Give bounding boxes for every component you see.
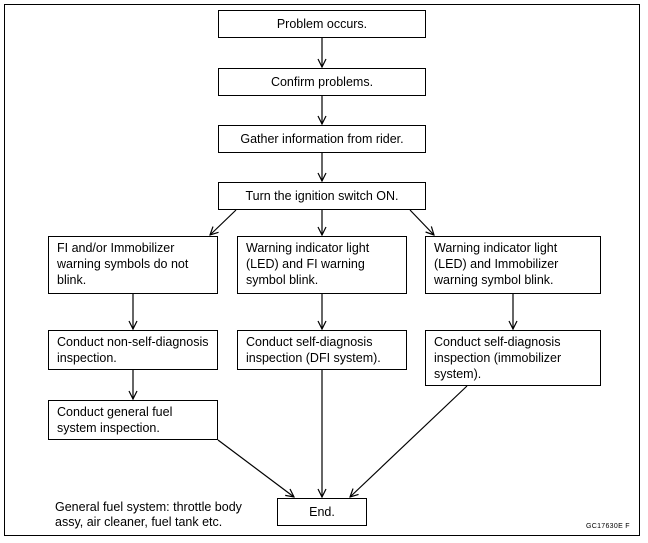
- step-self-diagnosis-dfi: Conduct self-diagnosis inspection (DFI s…: [237, 330, 407, 370]
- figure-code: GC17630E F: [586, 523, 630, 530]
- step-label: Gather information from rider.: [240, 132, 404, 146]
- arrow-immo-to-end: [350, 385, 468, 497]
- step-label: Conduct self-diagnosis inspection (DFI s…: [246, 335, 381, 365]
- step-ignition-on: Turn the ignition switch ON.: [218, 182, 426, 210]
- step-label: Turn the ignition switch ON.: [245, 189, 399, 203]
- footnote-general-fuel-system: General fuel system: throttle body assy,…: [55, 500, 242, 529]
- step-label: FI and/or Immobilizer warning symbols do…: [57, 241, 189, 287]
- arrow-general-fuel-to-end: [217, 439, 294, 497]
- step-non-self-diagnosis: Conduct non-self-diagnosis inspection.: [48, 330, 218, 370]
- diagram-frame: [4, 4, 640, 536]
- branch-fi-immobilizer-no-blink: FI and/or Immobilizer warning symbols do…: [48, 236, 218, 294]
- step-label: Conduct general fuel system inspection.: [57, 405, 173, 435]
- step-label: Conduct non-self-diagnosis inspection.: [57, 335, 209, 365]
- step-problem-occurs: Problem occurs.: [218, 10, 426, 38]
- step-general-fuel-inspection: Conduct general fuel system inspection.: [48, 400, 218, 440]
- step-label: Warning indicator light (LED) and FI war…: [246, 241, 370, 287]
- step-label: Confirm problems.: [270, 75, 374, 89]
- arrow-ignition-to-branch-led-immo: [409, 209, 434, 235]
- step-label: Problem occurs.: [276, 17, 368, 31]
- step-self-diagnosis-immobilizer: Conduct self-diagnosis inspection (immob…: [425, 330, 601, 386]
- step-label: Warning indicator light (LED) and Immobi…: [434, 241, 559, 287]
- step-end: End.: [277, 498, 367, 526]
- step-confirm-problems: Confirm problems.: [218, 68, 426, 96]
- step-label: End.: [309, 505, 335, 519]
- branch-led-fi-blink: Warning indicator light (LED) and FI war…: [237, 236, 407, 294]
- step-gather-information: Gather information from rider.: [218, 125, 426, 153]
- step-label: Conduct self-diagnosis inspection (immob…: [434, 335, 562, 381]
- branch-led-immobilizer-blink: Warning indicator light (LED) and Immobi…: [425, 236, 601, 294]
- arrow-ignition-to-branch-fi: [210, 209, 237, 235]
